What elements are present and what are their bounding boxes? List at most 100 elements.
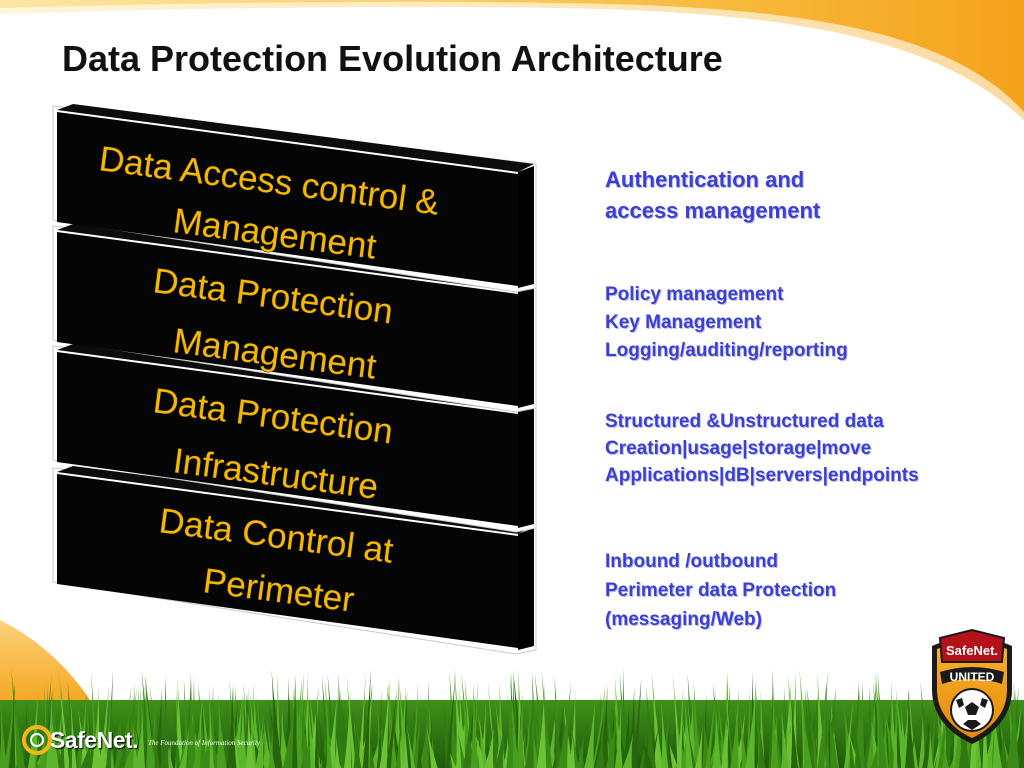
grass-blade [992,699,1002,768]
description-line: access management [605,198,821,223]
grass-blade [192,711,201,768]
grass-blade [877,672,887,768]
grass-blade [965,721,973,768]
grass-blade [238,694,247,768]
grass-blade [101,736,112,768]
description-authentication: Authentication and access management [605,164,820,226]
grass-blade [306,685,316,768]
grass-blade [353,722,362,768]
grass-blade [584,695,596,768]
grass-blade [893,697,898,768]
grass-blade [646,685,657,768]
grass-blade [725,707,733,768]
grass-blade [15,726,26,768]
grass-blade [721,708,730,768]
grass-blade [445,669,456,768]
grass-blade [476,706,489,768]
grass-blade [639,720,649,768]
grass-blade [245,710,256,768]
grass-blade [91,686,101,768]
grass-blade [160,727,167,768]
grass-blade [557,683,571,768]
description-line: Perimeter data Protection [605,580,837,601]
slide-title: Data Protection Evolution Architecture [62,38,723,79]
description-line: Authentication and [605,167,805,192]
grass-blade [27,693,39,768]
grass-blade [515,692,524,768]
soccer-ball-icon [950,688,994,732]
grass-blade [627,685,636,768]
grass-blade [997,694,1005,768]
grass-blade [854,720,862,768]
grass-blade [941,688,954,768]
grass-blade [324,678,332,768]
grass-blade [848,732,861,768]
grass-blade [665,732,679,768]
grass-blade [790,700,799,768]
grass-blade [817,670,828,768]
grass-blade [291,678,302,768]
grass-blade [203,704,212,768]
grass-blade [896,703,908,768]
grass-blade [271,669,283,768]
grass-blade [67,681,79,768]
grass-blade [922,716,930,768]
grass-blade [263,719,273,768]
layer-front-face [57,352,518,526]
grass-blade [38,729,47,768]
description-infrastructure: Structured &Unstructured data Creation|u… [605,408,919,489]
grass-blade [676,685,684,768]
grass-blade [198,683,208,768]
description-line: Key Management [605,312,762,333]
grass-blade [576,732,584,768]
layer-front-face [57,232,518,406]
grass-blade [616,714,628,768]
grass-blade [665,720,673,768]
logo-wordmark: SafeNet. [50,727,139,753]
description-line: (messaging/Web) [605,609,762,630]
grass-blade [390,674,401,768]
grass-blade [888,718,896,768]
grass-blade [255,729,265,768]
grass-blade [0,704,7,768]
grass-blade [770,687,779,768]
grass-blade [541,669,553,768]
layer-front-face [57,474,518,648]
grass-blade [672,673,683,768]
grass-blade [701,714,712,768]
grass-blade [685,694,695,768]
grass-blade [892,707,903,768]
grass-blade [875,670,886,768]
grass-blade [154,688,163,768]
description-line: Structured &Unstructured data [605,411,884,432]
grass-blade [1006,708,1015,768]
grass-blade [758,717,766,768]
grass-blade [118,725,128,768]
grass-blade [346,673,357,768]
grass-blade [470,683,479,768]
grass-blade [55,737,65,768]
grass-blade [70,697,77,768]
grass-blade [421,680,429,768]
grass-blade [321,673,331,768]
grass-blade [967,714,975,768]
grass-blade [506,672,514,768]
grass-blade [705,688,716,768]
grass-blade [509,671,519,768]
grass-blade [594,732,605,768]
grass-blade [23,709,29,768]
grass-blade [454,668,465,768]
grass-blade [379,676,391,768]
badge-brand: SafeNet. [946,643,998,658]
grass-blade [369,726,383,768]
grass-blade [250,692,260,768]
grass-blade [621,701,630,768]
grass-blade [362,668,371,768]
grass-blade [154,727,159,768]
grass-blade [334,736,341,768]
grass-blade [631,678,642,768]
grass-blade [289,674,298,768]
grass-blade [335,672,346,768]
layer-side-face [518,406,534,528]
